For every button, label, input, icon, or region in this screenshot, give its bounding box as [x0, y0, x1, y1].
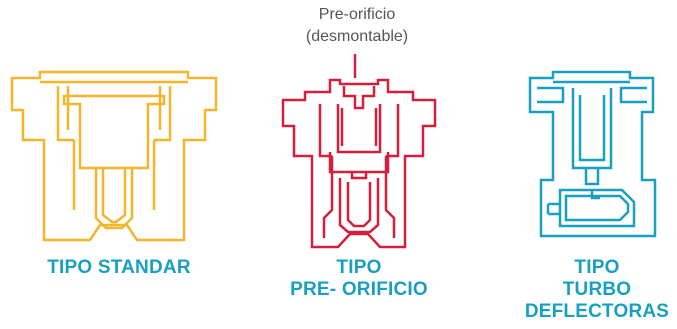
label-pre-orifice: TIPO PRE- ORIFICIO — [279, 257, 439, 301]
label-standard-line-1: TIPO STANDAR — [47, 257, 191, 278]
label-standard: TIPO STANDAR — [44, 257, 194, 279]
label-turbo-line-2: TURBO — [562, 279, 632, 300]
label-turbo-line-1: TIPO — [574, 257, 620, 278]
label-pre-orifice-line-1: TIPO — [336, 257, 382, 278]
turbo-nozzle-icon — [528, 70, 657, 238]
pre-orifice-nozzle-icon — [281, 54, 437, 249]
annotation-line-1: Pre-orificio — [318, 6, 396, 23]
label-turbo: TIPO TURBO DEFLECTORAS — [520, 257, 674, 323]
label-turbo-line-3: DEFLECTORAS — [524, 301, 670, 322]
standard-nozzle-icon — [10, 70, 218, 242]
annotation-line-2: (desmontable) — [305, 28, 409, 45]
pre-orifice-annotation: Pre-orificio (desmontable) — [282, 4, 432, 48]
label-pre-orifice-line-2: PRE- ORIFICIO — [290, 279, 428, 300]
